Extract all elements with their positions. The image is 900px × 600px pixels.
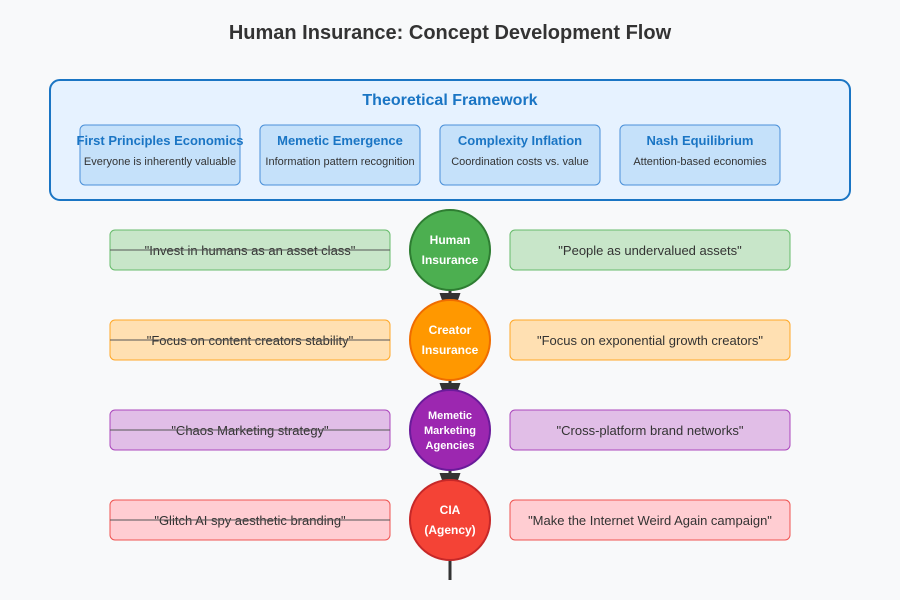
stage-node <box>409 479 491 561</box>
concept-box <box>259 124 421 186</box>
concept-box <box>619 124 781 186</box>
stage-node-label: Insurance <box>422 253 479 267</box>
flow-stage: "Focus on content creators stability""Fo… <box>109 299 791 381</box>
stage-node-label: Insurance <box>422 343 479 357</box>
stage-node <box>409 389 491 471</box>
right-quote-box <box>509 499 791 541</box>
concept-description: Attention-based economies <box>633 156 767 168</box>
stage-node-label: CIA <box>440 503 461 517</box>
concept-heading: Complexity Inflation <box>458 133 582 148</box>
right-quote-box <box>509 409 791 451</box>
concept-description: Coordination costs vs. value <box>451 156 589 168</box>
concept-box <box>79 124 241 186</box>
concept-heading: Memetic Emergence <box>277 133 403 148</box>
right-quote-box <box>509 229 791 271</box>
concept-description: Information pattern recognition <box>265 156 414 168</box>
right-quote: "Cross-platform brand networks" <box>557 423 744 438</box>
concept-description: Everyone is inherently valuable <box>84 156 236 168</box>
right-quote: "Focus on exponential growth creators" <box>537 333 763 348</box>
concept-heading: First Principles Economics <box>77 133 244 148</box>
right-quote-box <box>509 319 791 361</box>
concept-flow: "Invest in humans as an asset class""Peo… <box>109 209 791 580</box>
flow-stage: "Invest in humans as an asset class""Peo… <box>109 209 791 291</box>
stage-node-label: Human <box>430 233 471 247</box>
stage-node <box>409 209 491 291</box>
concept-heading: Nash Equilibrium <box>647 133 754 148</box>
diagram-title: Human Insurance: Concept Development Flo… <box>229 22 672 44</box>
concept-box <box>439 124 601 186</box>
stage-node-label: (Agency) <box>424 523 475 537</box>
right-quote: "People as undervalued assets" <box>558 243 742 258</box>
stage-node-label: Marketing <box>424 425 476 437</box>
stage-node-label: Agencies <box>426 440 475 452</box>
right-quote: "Make the Internet Weird Again campaign" <box>528 513 772 528</box>
stage-node-label: Memetic <box>428 410 472 422</box>
stage-node <box>409 299 491 381</box>
flow-stage: "Glitch AI spy aesthetic branding""Make … <box>109 479 791 561</box>
flow-stage: "Chaos Marketing strategy""Cross-platfor… <box>109 389 791 471</box>
stage-node-label: Creator <box>429 323 472 337</box>
framework-title: Theoretical Framework <box>362 92 537 109</box>
